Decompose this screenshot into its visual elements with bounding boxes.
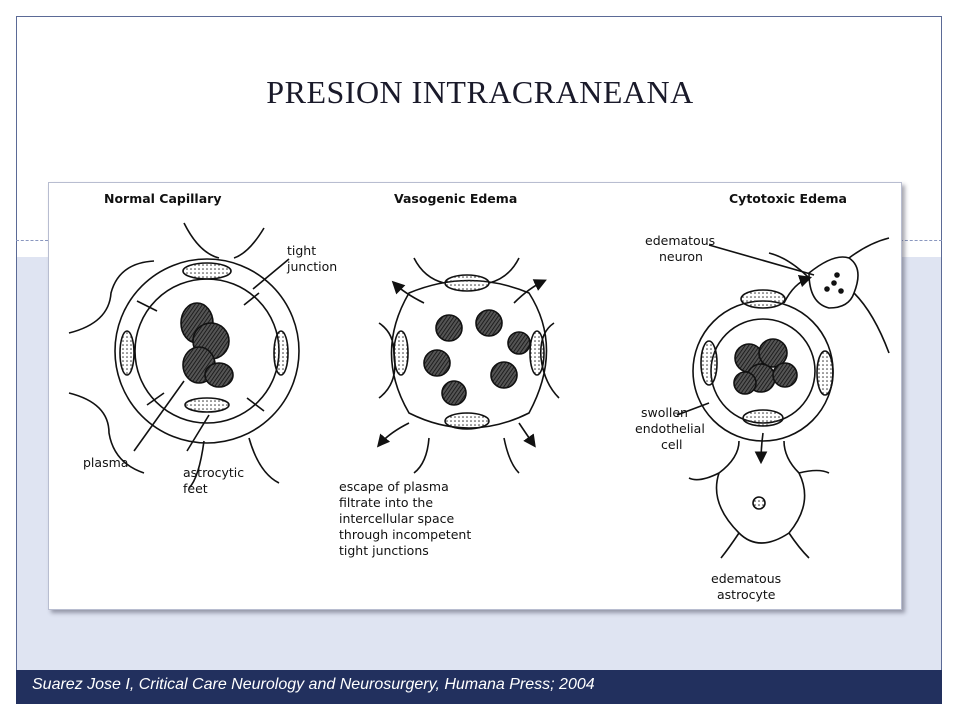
cytotoxic-edema-drawing xyxy=(676,237,890,559)
divider-line-right xyxy=(900,240,942,241)
label-swollen-2: endothelial xyxy=(635,421,705,436)
label-astrocytic-2: feet xyxy=(183,481,208,496)
vasogenic-caption-line-1: escape of plasma xyxy=(339,479,449,494)
label-tight-1: tight xyxy=(287,243,316,258)
divider-line-left xyxy=(16,240,48,241)
label-edematous-astrocyte-1: edematous xyxy=(711,571,781,586)
figure-panel: Normal Capillary tight junction plasma a… xyxy=(48,182,902,610)
vasogenic-caption-line-4: through incompetent xyxy=(339,527,471,542)
edema-diagram: Normal Capillary tight junction plasma a… xyxy=(68,191,890,602)
label-edematous-neuron-2: neuron xyxy=(659,249,703,264)
label-astrocytic-1: astrocytic xyxy=(183,465,244,480)
vasogenic-caption-line-3: intercellular space xyxy=(339,511,455,526)
heading-cytotoxic-edema: Cytotoxic Edema xyxy=(729,191,847,206)
heading-normal-capillary: Normal Capillary xyxy=(104,191,221,206)
label-edematous-neuron-1: edematous xyxy=(645,233,715,248)
label-edematous-astrocyte-2: astrocyte xyxy=(717,587,776,602)
label-plasma: plasma xyxy=(83,455,128,470)
label-swollen-3: cell xyxy=(661,437,683,452)
vasogenic-caption-line-5: tight junctions xyxy=(339,543,429,558)
vasogenic-caption-line-2: filtrate into the xyxy=(339,495,433,510)
slide-title: PRESION INTRACRANEANA xyxy=(266,74,694,110)
label-tight-2: junction xyxy=(286,259,337,274)
vasogenic-edema-drawing xyxy=(376,257,560,474)
normal-capillary-drawing xyxy=(68,222,300,489)
heading-vasogenic-edema: Vasogenic Edema xyxy=(394,191,517,206)
citation-bar xyxy=(16,670,942,704)
citation-text: Suarez Jose I, Critical Care Neurology a… xyxy=(32,676,595,693)
label-swollen-1: swollen xyxy=(641,405,688,420)
